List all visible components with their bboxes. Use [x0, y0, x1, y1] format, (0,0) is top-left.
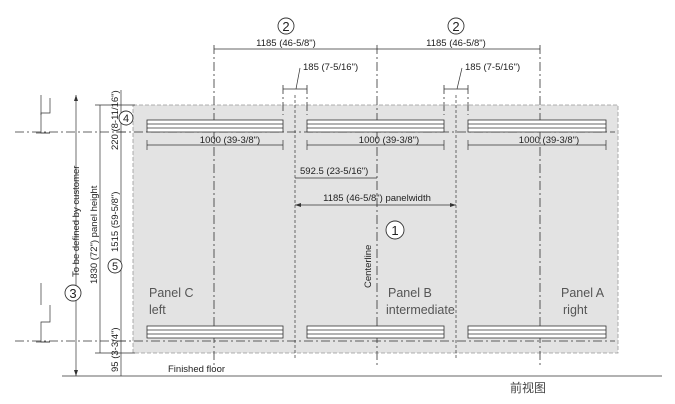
dim-mid-height: 1515 (59-5/8") — [110, 192, 121, 252]
dim-top-height: 220 (8-11/16") — [110, 90, 121, 150]
callout-5-circle — [107, 258, 123, 274]
rail-bottom-b — [306, 325, 445, 339]
callout-4: 4 — [123, 113, 129, 125]
panel-b-position: intermediate — [386, 303, 455, 317]
dim-rail-b: 1000 (39-3/8") — [359, 135, 419, 146]
callout-2a-circle — [277, 17, 295, 35]
centerline-label: Centerline — [363, 245, 374, 288]
wall-bracket-top — [36, 95, 51, 134]
callout-2b: 2 — [452, 19, 459, 34]
dim-rail-a: 1000 (39-3/8") — [519, 135, 579, 146]
callout-1: 1 — [391, 223, 398, 238]
callout-4-circle — [118, 110, 134, 126]
rail-bottom-a — [467, 325, 607, 339]
panel-a-name: Panel A — [561, 286, 605, 300]
rail-top-a — [467, 119, 607, 133]
dim-panel-width: 1185 (46-5/8") panelwidth — [323, 193, 431, 204]
dim-module-width-a: 1185 (46-5/8") — [256, 38, 316, 49]
dim-customer-height: To be defined by customer — [71, 166, 82, 277]
gap-dim-leader-a — [295, 67, 301, 90]
wall-bracket-bottom — [36, 283, 51, 343]
callout-2b-circle — [447, 17, 465, 35]
rail-top-b — [306, 119, 445, 133]
dim-rail-c: 1000 (39-3/8") — [200, 135, 260, 146]
callout-3: 3 — [69, 286, 76, 301]
dim-gap-a: 185 (7-5/16") — [303, 62, 358, 73]
dim-bottom-height: 95 (3-3/4") — [110, 327, 121, 372]
panel-a-position: right — [563, 303, 588, 317]
rail-top-c — [146, 119, 284, 133]
panel-c-position: left — [149, 303, 166, 317]
panel-area-outline — [132, 104, 619, 354]
finished-floor-label: Finished floor — [168, 364, 225, 375]
dim-module-width-b: 1185 (46-5/8") — [426, 38, 486, 49]
dim-half-width: 592.5 (23-5/16") — [300, 166, 368, 177]
callout-5: 5 — [112, 261, 118, 273]
dim-panel-height: 1830 (72") panel height — [89, 185, 100, 284]
callout-3-circle — [64, 284, 82, 302]
gap-dim-leader-b — [456, 67, 463, 90]
rail-bottom-c — [146, 325, 284, 339]
panel-c-name: Panel C — [149, 286, 193, 300]
panel-b-name: Panel B — [388, 286, 432, 300]
callout-1-circle — [385, 220, 405, 240]
dim-gap-b: 185 (7-5/16") — [465, 62, 520, 73]
callout-2a: 2 — [282, 19, 289, 34]
view-title: 前视图 — [510, 380, 546, 395]
